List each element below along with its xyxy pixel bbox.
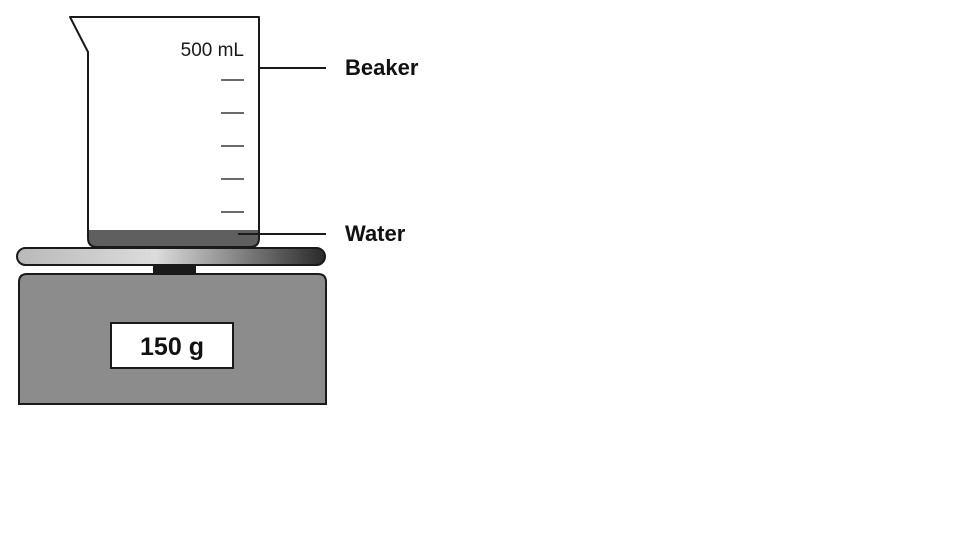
scale-display xyxy=(110,322,234,369)
water-fill xyxy=(88,230,259,247)
graduation-marks xyxy=(221,79,244,213)
beaker: 500 mL xyxy=(69,16,260,248)
beaker-outline xyxy=(69,16,260,248)
scale: 150 g xyxy=(16,247,327,405)
scale-reading: 150 g xyxy=(140,333,204,361)
scale-platform xyxy=(16,247,326,266)
beaker-capacity-label: 500 mL xyxy=(181,40,244,61)
water-label: Water xyxy=(345,221,406,246)
scale-stem xyxy=(153,264,196,275)
beaker-label: Beaker xyxy=(345,55,419,80)
